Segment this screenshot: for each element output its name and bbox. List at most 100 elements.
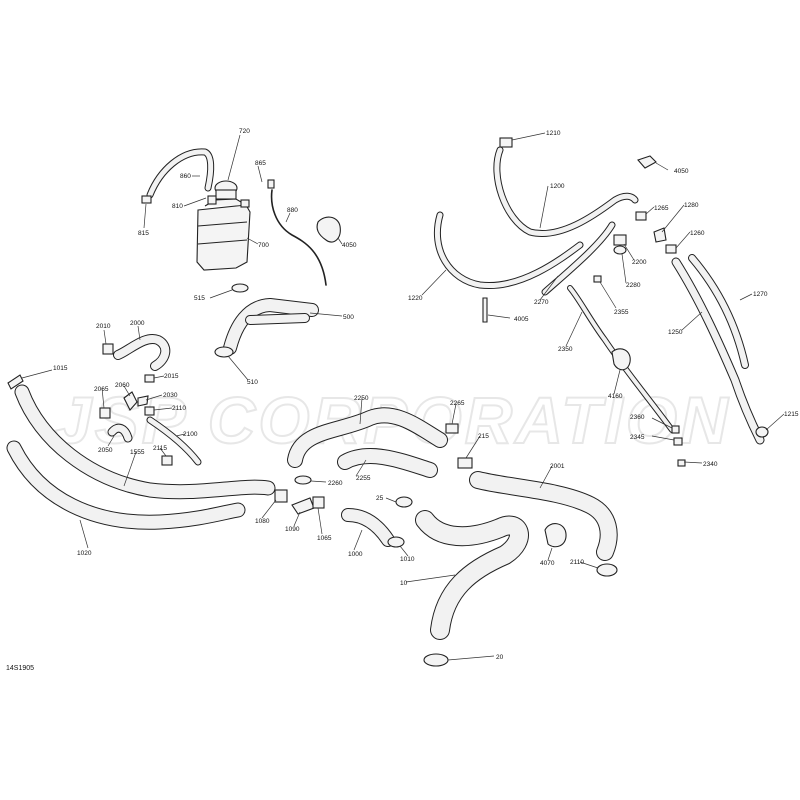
cap-4050-right	[637, 155, 657, 169]
callout-1020: 1020	[77, 550, 92, 557]
clamp-510	[214, 346, 234, 358]
clamp-25	[395, 496, 413, 508]
vent-hose-860	[146, 148, 215, 199]
callout-2255: 2255	[356, 475, 371, 482]
fitting-1080	[274, 489, 288, 503]
callout-1555: 1555	[130, 449, 145, 456]
y-hose-500	[223, 298, 319, 355]
hose-1000	[341, 508, 395, 547]
clamp-1210	[499, 137, 513, 148]
clamp-2260	[294, 475, 312, 485]
callout-700: 700	[258, 242, 269, 249]
callout-880: 880	[287, 207, 298, 214]
strap-4160	[611, 348, 631, 371]
callout-2250: 2250	[354, 395, 369, 402]
fitting-4005	[482, 297, 488, 323]
callout-2001: 2001	[550, 463, 565, 470]
hose-2255	[337, 448, 438, 478]
callout-4050b: 4050	[674, 168, 689, 175]
strap-4070	[544, 523, 567, 548]
callout-labels: 720 860 865 810 815 880 700 4050 515 500…	[53, 128, 799, 661]
callout-2350: 2350	[558, 346, 573, 353]
hose-2270	[541, 221, 616, 296]
callout-720: 720	[239, 128, 250, 135]
callout-815: 815	[138, 230, 149, 237]
fitting-2060	[123, 391, 138, 411]
hose-2000	[113, 334, 171, 371]
callout-1010: 1010	[400, 556, 415, 563]
callout-510: 510	[247, 379, 258, 386]
callout-1210: 1210	[546, 130, 561, 137]
callout-1265: 1265	[654, 205, 669, 212]
callout-2050: 2050	[98, 447, 113, 454]
hose-10	[415, 510, 529, 640]
fitting-2345	[673, 437, 683, 446]
fitting-865	[267, 179, 275, 189]
elbow-2200	[613, 234, 627, 246]
callout-2340: 2340	[703, 461, 718, 468]
callout-500: 500	[343, 314, 354, 321]
fitting-2355	[593, 275, 602, 283]
clamp-2115	[161, 455, 173, 466]
fitting-1260	[665, 244, 677, 254]
callout-810: 810	[172, 203, 183, 210]
clip-815	[141, 195, 152, 204]
callout-2355: 2355	[614, 309, 629, 316]
callout-2100: 2100	[183, 431, 198, 438]
clamp-2010	[102, 343, 114, 355]
tee-1090	[291, 497, 315, 515]
hose-1020	[6, 440, 246, 530]
fitting-2360	[671, 425, 680, 434]
callout-25: 25	[376, 495, 384, 502]
clamp-1215	[755, 426, 769, 438]
clamp-215	[457, 457, 473, 469]
callout-1220: 1220	[408, 295, 423, 302]
hose-1200	[493, 146, 639, 237]
callout-1000: 1000	[348, 551, 363, 558]
plate-515	[231, 283, 249, 293]
fitting-2340	[677, 459, 686, 467]
callout-2280: 2280	[626, 282, 641, 289]
clamp-1010	[387, 536, 405, 548]
callout-4160: 4160	[608, 393, 623, 400]
clamp-2265	[445, 423, 459, 434]
hose-1250	[671, 257, 765, 445]
callout-2110a: 2110	[172, 405, 186, 412]
callout-20: 20	[496, 654, 504, 661]
callout-1090: 1090	[285, 526, 300, 533]
hose-1220	[433, 211, 584, 290]
callout-2265: 2265	[450, 400, 465, 407]
callout-1215: 1215	[784, 411, 799, 418]
callout-2200: 2200	[632, 259, 647, 266]
callout-1250: 1250	[668, 329, 683, 336]
callout-2260: 2260	[328, 480, 343, 487]
clamp-1065	[312, 496, 325, 509]
callout-1200: 1200	[550, 183, 565, 190]
hose-2100	[146, 416, 202, 466]
callout-4050: 4050	[342, 242, 357, 249]
callout-2030: 2030	[163, 392, 178, 399]
leader-lines	[21, 132, 785, 661]
callout-860: 860	[180, 173, 191, 180]
callout-2360: 2360	[630, 414, 645, 421]
clamp-2110-right	[596, 563, 618, 577]
expansion-tank	[196, 180, 251, 271]
hose-2250	[287, 407, 448, 468]
callout-2065: 2065	[94, 386, 109, 393]
callout-2115: 2115	[153, 445, 167, 452]
callout-865: 865	[255, 160, 266, 167]
callout-515: 515	[194, 295, 205, 302]
callout-1260: 1260	[690, 230, 705, 237]
hose-1555	[14, 384, 276, 500]
clamp-2280	[613, 245, 627, 255]
callout-2015: 2015	[164, 373, 179, 380]
fitting-2030	[137, 395, 149, 407]
fitting-1015	[7, 374, 24, 390]
fitting-2015	[144, 374, 155, 383]
overflow-hose-880	[270, 189, 327, 286]
callout-2060: 2060	[115, 382, 130, 389]
callout-4005: 4005	[514, 316, 529, 323]
callout-1080: 1080	[255, 518, 270, 525]
callout-1280: 1280	[684, 202, 699, 209]
